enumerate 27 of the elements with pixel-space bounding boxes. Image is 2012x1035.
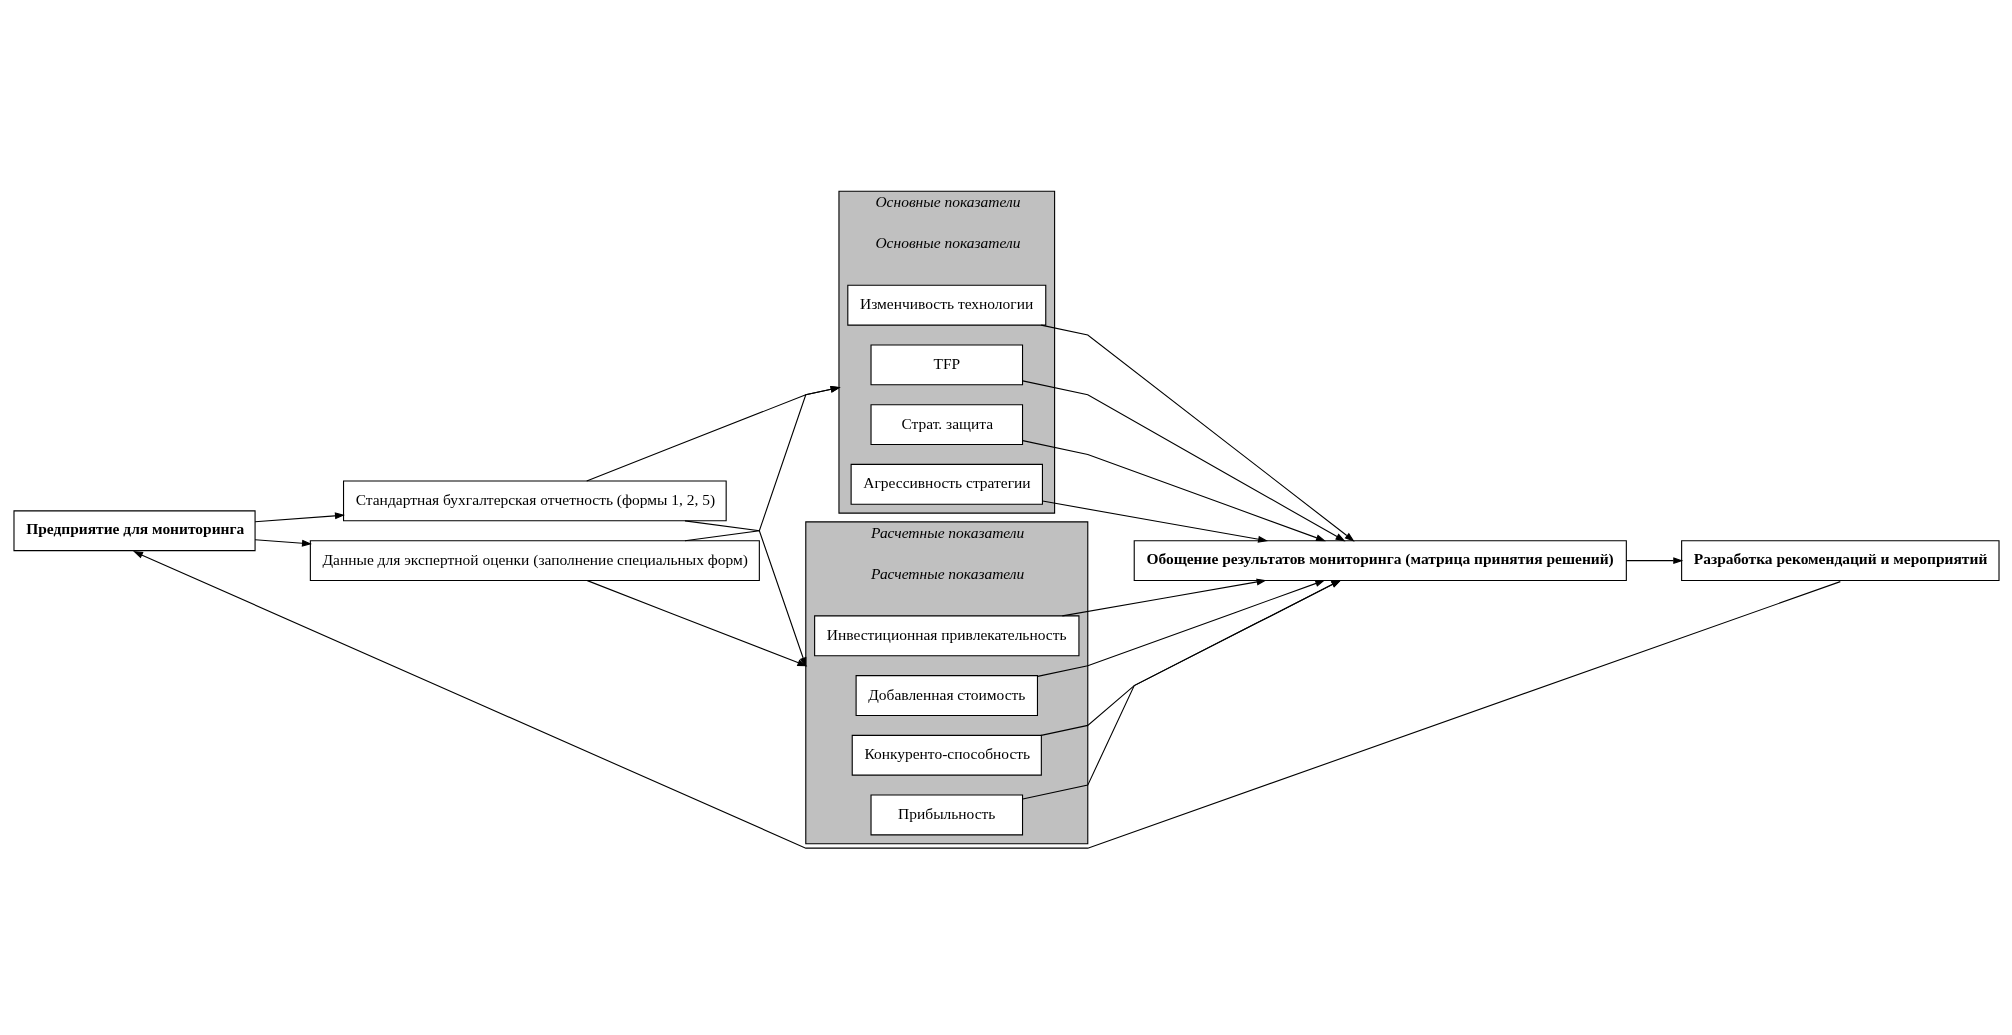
node-box: Агрессивность стратегии (850, 463, 1043, 505)
node-box: Инвестиционная привлекательность (813, 615, 1079, 657)
arrow (1040, 579, 1341, 736)
arrow (1040, 324, 1355, 542)
arrow (1021, 380, 1345, 542)
node-box: Стандартная бухгалтерская отчетность (формы 1, 2, 5) (342, 480, 727, 522)
arrow (1021, 440, 1326, 542)
node-box: TFP (869, 344, 1023, 386)
node-box: Конкуренто-способность (851, 734, 1042, 776)
arrow (132, 551, 1841, 849)
arrow (1021, 579, 1341, 800)
node-box: Разработка рекомендаций и мероприятий (1680, 540, 2000, 582)
node-box: Изменчивость технологии (846, 284, 1046, 326)
arrow (585, 386, 841, 482)
node-box: Страт. защита (869, 404, 1023, 446)
arrow (1036, 580, 1325, 677)
node-box: Прибыльность (869, 794, 1023, 836)
node-box: Добавленная стоимость (855, 675, 1038, 716)
node-box: Обощение результатов мониторинга (матрица принятия решений) (1133, 540, 1627, 582)
arrow (254, 539, 312, 547)
arrow (1041, 500, 1268, 543)
arrow (254, 512, 345, 523)
arrow (1625, 557, 1683, 565)
node-box: Предприятие для мониторинга (12, 510, 256, 552)
arrow (683, 386, 841, 542)
node-box: Данные для экспертной оценки (заполнение специальных форм) (309, 540, 760, 582)
arrow (1061, 578, 1267, 617)
